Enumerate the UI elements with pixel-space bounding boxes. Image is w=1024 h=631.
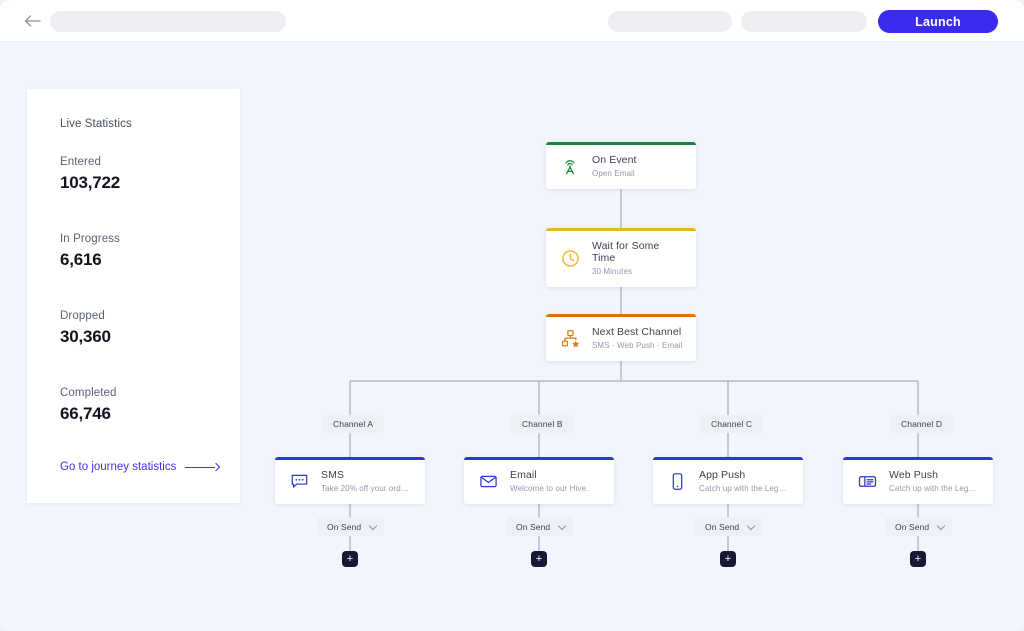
launch-button[interactable]: Launch	[878, 10, 998, 33]
email-icon	[477, 470, 499, 492]
node-subtitle: SMS · Web Push · Email	[592, 341, 683, 350]
stat-label: In Progress	[60, 233, 120, 245]
node-accent-bar	[653, 457, 803, 460]
node-accent-bar	[546, 142, 696, 145]
channel-label-d[interactable]: Channel D	[890, 415, 954, 433]
live-statistics-panel: Live Statistics Entered 103,722 In Progr…	[27, 89, 240, 503]
node-accent-bar	[275, 457, 425, 460]
chevron-down-icon	[748, 523, 755, 530]
node-subtitle: Take 20% off your order with code ...	[321, 484, 412, 493]
back-arrow-icon[interactable]	[22, 12, 42, 30]
journey-name-placeholder[interactable]	[50, 11, 286, 32]
node-subtitle: Welcome to our Hive.	[510, 484, 589, 493]
node-title: Email	[510, 469, 537, 481]
flow-node-web-push[interactable]: Web Push Catch up with the Legends!	[843, 457, 993, 504]
stat-entered: Entered 103,722	[60, 156, 120, 193]
node-title: On Event	[592, 154, 637, 166]
flow-node-app-push[interactable]: App Push Catch up with the Legends!	[653, 457, 803, 504]
add-step-button-b[interactable]: +	[531, 551, 547, 567]
flow-node-on-event[interactable]: On Event Open Email	[546, 142, 696, 189]
stat-completed: Completed 66,746	[60, 387, 117, 424]
best-channel-icon	[559, 327, 581, 349]
add-step-button-a[interactable]: +	[342, 551, 358, 567]
trigger-label: On Send	[327, 521, 362, 532]
chevron-down-icon	[938, 523, 945, 530]
journey-canvas[interactable]: Live Statistics Entered 103,722 In Progr…	[0, 42, 1024, 631]
trigger-label: On Send	[705, 521, 740, 532]
trigger-dropdown-a[interactable]: On Send	[317, 517, 385, 536]
node-subtitle: Catch up with the Legends!	[889, 484, 980, 493]
flow-node-sms[interactable]: SMS Take 20% off your order with code ..…	[275, 457, 425, 504]
toolbar-placeholder-1[interactable]	[608, 11, 732, 32]
sms-icon	[288, 470, 310, 492]
node-title: Next Best Channel	[592, 326, 682, 338]
node-accent-bar	[843, 457, 993, 460]
stat-in-progress: In Progress 6,616	[60, 233, 120, 270]
stat-value: 30,360	[60, 327, 111, 346]
node-accent-bar	[546, 314, 696, 317]
link-label: Go to journey statistics	[60, 461, 177, 473]
flow-node-wait-for-some-time[interactable]: Wait for Some Time 30 Minutes	[546, 228, 696, 287]
stat-label: Dropped	[60, 310, 105, 322]
stat-value: 103,722	[60, 173, 121, 192]
trigger-dropdown-d[interactable]: On Send	[885, 517, 953, 536]
web-push-icon	[856, 470, 878, 492]
channel-label-c[interactable]: Channel C	[700, 415, 764, 433]
go-to-journey-statistics-link[interactable]: Go to journey statistics	[60, 461, 219, 473]
trigger-dropdown-b[interactable]: On Send	[506, 517, 574, 536]
node-accent-bar	[546, 228, 696, 231]
stat-label: Completed	[60, 387, 117, 399]
channel-label-a[interactable]: Channel A	[322, 415, 385, 433]
node-title: Wait for Some Time	[592, 240, 660, 264]
chevron-down-icon	[559, 523, 566, 530]
node-title: Web Push	[889, 469, 939, 481]
flow-connectors	[349, 186, 919, 551]
broadcast-tower-icon	[559, 155, 581, 177]
panel-title: Live Statistics	[60, 118, 132, 130]
clock-icon	[559, 247, 581, 269]
trigger-dropdown-c[interactable]: On Send	[695, 517, 763, 536]
node-title: App Push	[699, 469, 746, 481]
node-subtitle: Open Email	[592, 169, 635, 178]
chevron-down-icon	[370, 523, 377, 530]
add-step-button-d[interactable]: +	[910, 551, 926, 567]
stat-value: 66,746	[60, 404, 111, 423]
top-bar: Launch	[0, 0, 1024, 42]
node-accent-bar	[464, 457, 614, 460]
node-subtitle: Catch up with the Legends!	[699, 484, 790, 493]
channel-label-b[interactable]: Channel B	[511, 415, 574, 433]
add-step-button-c[interactable]: +	[720, 551, 736, 567]
trigger-label: On Send	[895, 521, 930, 532]
toolbar-placeholder-2[interactable]	[741, 11, 867, 32]
flow-node-next-best-channel[interactable]: Next Best Channel SMS · Web Push · Email	[546, 314, 696, 361]
stat-value: 6,616	[60, 250, 102, 269]
trigger-label: On Send	[516, 521, 551, 532]
flow-graph: On Event Open Email Wait fo	[0, 42, 1024, 631]
app-push-icon	[666, 470, 688, 492]
flow-node-email[interactable]: Email Welcome to our Hive.	[464, 457, 614, 504]
stat-label: Entered	[60, 156, 101, 168]
stat-dropped: Dropped 30,360	[60, 310, 111, 347]
node-title: SMS	[321, 469, 345, 481]
node-subtitle: 30 Minutes	[592, 267, 633, 276]
long-arrow-right-icon	[185, 463, 219, 471]
